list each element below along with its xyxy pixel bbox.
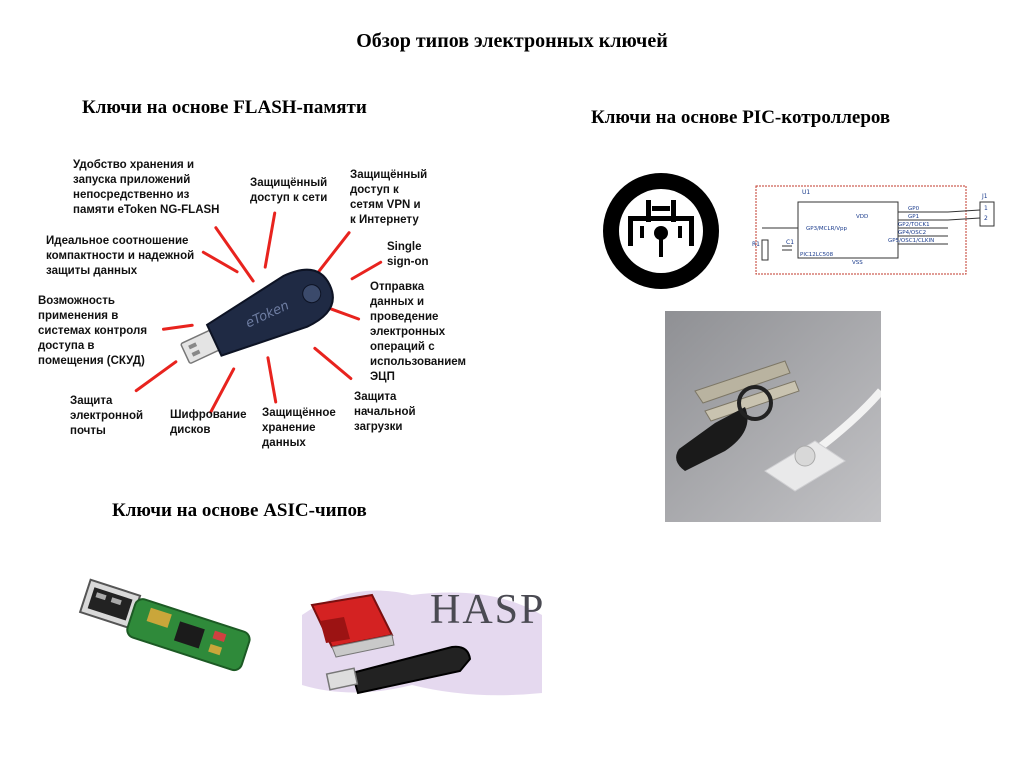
schematic-r1: R1: [752, 241, 760, 248]
schematic-u1: U1: [802, 189, 810, 196]
schematic-c1: C1: [786, 239, 794, 246]
heading-pic-keys: Ключи на основе PIC-котроллеров: [591, 107, 891, 128]
flash-key-infographic: eToken Удобство хранения и запуска прило…: [30, 150, 490, 460]
schematic-j1: J1: [981, 193, 988, 200]
schematic-j-pin: 1: [984, 205, 988, 212]
flash-label: Защита электронной почты: [70, 395, 144, 437]
schematic-pin: GP5/OSC1/CLKIN: [888, 238, 934, 244]
usb-token-icon: eToken: [180, 268, 334, 364]
flash-label: Удобство хранения и запуска приложений н…: [73, 159, 220, 216]
page-title: Обзор типов электронных ключей: [356, 30, 668, 52]
schematic-chip-label: PIC12LC508: [800, 252, 834, 258]
schematic-pin: GP0: [908, 206, 920, 212]
hasp-keys-icon: HASP: [302, 587, 545, 696]
flash-label: Возможность применения в системах контро…: [38, 295, 148, 367]
schematic-pin: GP1: [908, 214, 919, 220]
asic-usb-board-icon: [78, 578, 251, 672]
heading-flash-keys: Ключи на основе FLASH-памяти: [82, 97, 367, 118]
schematic-pin: GP4/OSC2: [898, 230, 926, 236]
schematic-pin-left: GP3/MCLR/Vpp: [806, 226, 848, 232]
schematic-vdd: VDD: [856, 214, 868, 220]
flash-label: Single sign-on: [387, 241, 429, 268]
pic-schematic-diagram: GP3/MCLR/Vpp GP0 GP1 GP2/TOCK1 GP4/OSC2 …: [752, 185, 995, 275]
schematic-vss: VSS: [852, 260, 863, 266]
flash-label: Шифрование дисков: [170, 409, 247, 436]
ibutton-keys-photo: [665, 311, 881, 522]
flash-label: Защищённый доступ к сети: [250, 177, 328, 204]
hasp-logo-text: HASP: [430, 587, 545, 633]
flash-label: Защищённое хранение данных: [262, 407, 336, 449]
pic-logo-icon: [603, 173, 719, 289]
flash-label: Отправка данных и проведение электронных…: [370, 281, 467, 383]
ray: [350, 260, 383, 281]
flash-label: Идеальное соотношение компактности и над…: [46, 235, 195, 277]
heading-asic-keys: Ключи на основе ASIC-чипов: [112, 500, 367, 521]
flash-label: Защищённый доступ к сетям VPN и к Интерн…: [350, 169, 428, 226]
flash-label: Защита начальной загрузки: [354, 391, 416, 433]
schematic-j-pin: 2: [984, 215, 988, 222]
schematic-pin: GP2/TOCK1: [898, 222, 930, 228]
